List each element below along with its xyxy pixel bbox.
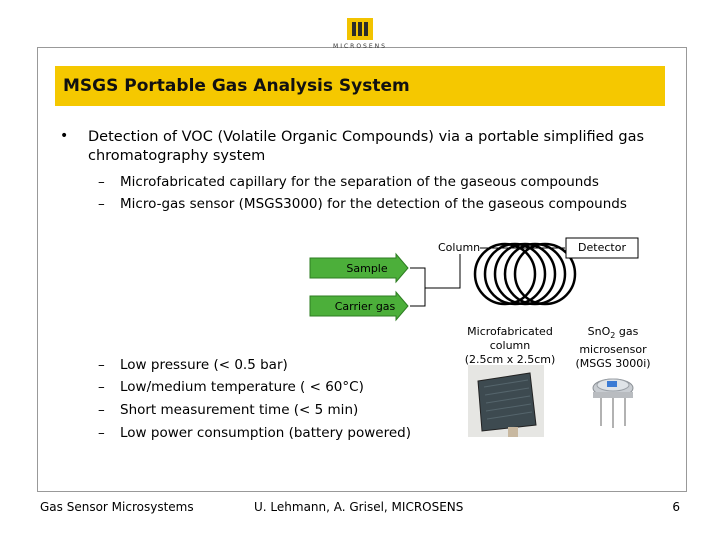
detector-label: Detector — [578, 241, 626, 254]
sample-label: Sample — [346, 262, 388, 275]
sub-item-pressure: Low pressure (< 0.5 bar) — [120, 357, 288, 373]
sample-arrow-shape — [309, 252, 409, 284]
microsens-logo-icon — [347, 18, 373, 40]
footer-center: U. Lehmann, A. Grisel, MICROSENS — [254, 500, 464, 514]
sub-item-power: Low power consumption (battery powered) — [120, 425, 411, 441]
column-coils — [473, 242, 577, 306]
dash-icon: – — [98, 357, 105, 373]
microfabricated-column-photo — [468, 365, 544, 437]
column-caption: Microfabricated column (2.5cm x 2.5cm) — [464, 325, 556, 366]
carrier-arrow-shape — [309, 290, 409, 322]
dash-icon: – — [98, 425, 105, 441]
gas-chromatography-diagram — [309, 237, 639, 322]
slide-frame — [37, 47, 687, 492]
sub-item-temperature: Low/medium temperature ( < 60°C) — [120, 379, 364, 395]
sub-item-capillary: Microfabricated capillary for the separa… — [120, 174, 599, 190]
connect-line — [410, 267, 426, 307]
column-line — [425, 247, 478, 289]
logo-text: MICROSENS — [333, 43, 387, 50]
detector-box — [565, 237, 639, 259]
bullet-main-text: Detection of VOC (Volatile Organic Compo… — [88, 129, 645, 164]
sensor-photo — [585, 370, 645, 430]
bullet-icon: • — [60, 128, 69, 144]
sub-item-time: Short measurement time (< 5 min) — [120, 402, 359, 418]
slide-title: MSGS Portable Gas Analysis System — [63, 76, 410, 96]
title-band — [55, 66, 665, 106]
page-number: 6 — [672, 500, 680, 514]
dash-icon: – — [98, 174, 105, 190]
dash-icon: – — [98, 402, 105, 418]
dash-icon: – — [98, 196, 105, 212]
dash-icon: – — [98, 379, 105, 395]
sub-item-sensor: Micro-gas sensor (MSGS3000) for the dete… — [120, 196, 627, 212]
sensor-caption: SnO2 gas microsensor (MSGS 3000i) — [575, 325, 651, 371]
carrier-gas-label: Carrier gas — [334, 300, 396, 313]
column-label: Column — [438, 241, 481, 254]
footer-left: Gas Sensor Microsystems — [40, 500, 194, 514]
